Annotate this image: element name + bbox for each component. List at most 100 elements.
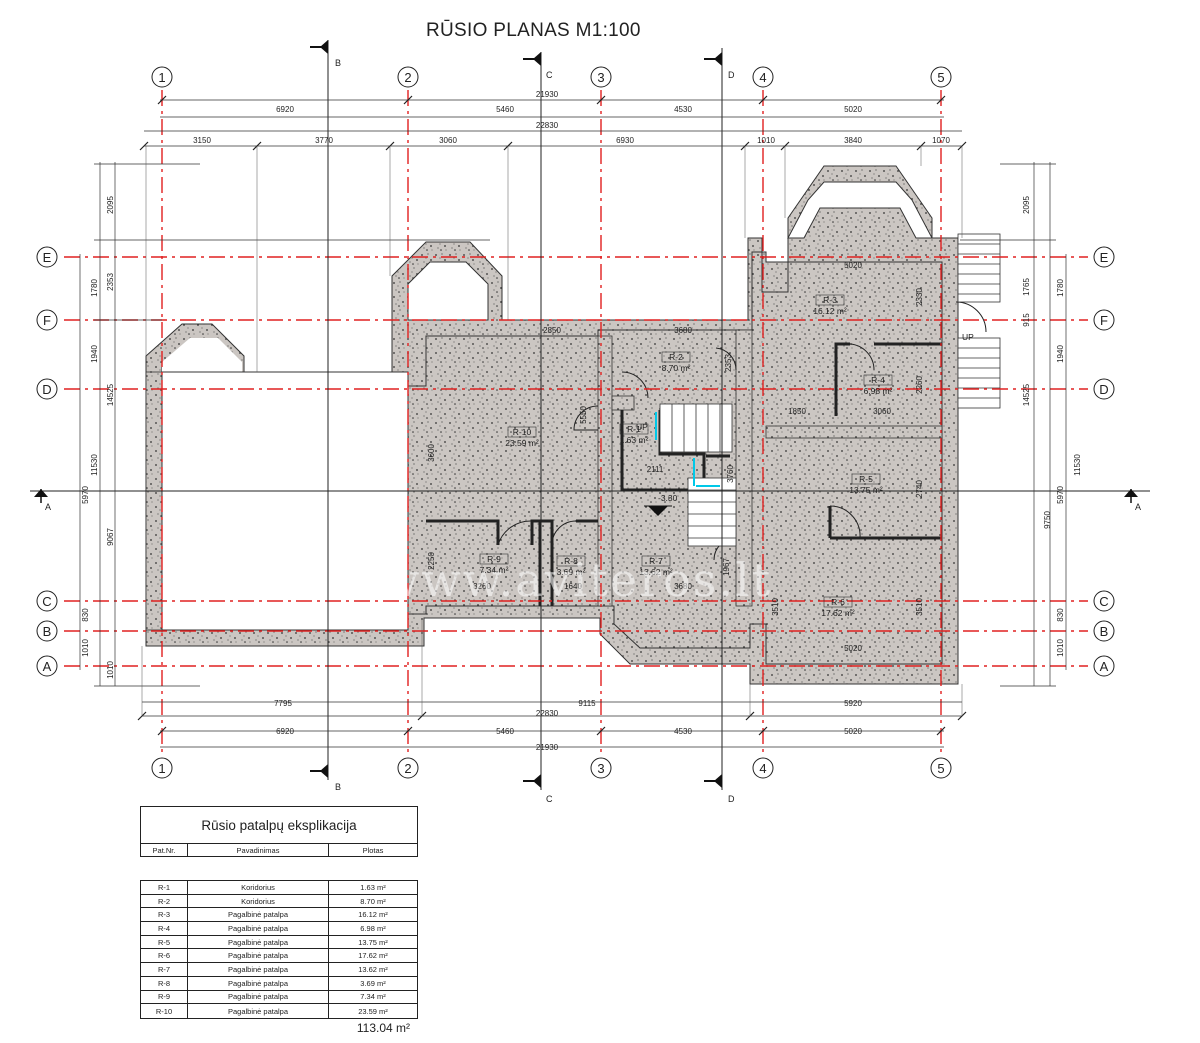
room-id-box: [851, 473, 881, 485]
room-id-box: [556, 555, 586, 567]
wall-bay-top-right: [787, 181, 933, 239]
wall-r2-bottom: [611, 395, 635, 411]
dim-right-outer: 14525: [1022, 383, 1031, 406]
dim-right-mid: 1940: [1056, 345, 1065, 363]
grid-bubble-col: [397, 66, 419, 88]
dim-interior: 1640: [564, 582, 582, 591]
dim-bottom-overall-2: 21930: [536, 743, 559, 752]
dim-interior: 3680: [674, 326, 692, 335]
dim-right-outer: 1765: [1022, 278, 1031, 296]
grid-bubble-col: [151, 757, 173, 779]
grid-row-label: E: [1100, 250, 1109, 265]
section-lines: [30, 40, 1150, 790]
header-area: Plotas: [362, 845, 384, 855]
dim-left-inner: 1010: [81, 639, 90, 657]
room-id-box: [863, 374, 893, 386]
schedule-cell-area: 6.98 m²: [360, 923, 386, 933]
grid-bubble-row: [1093, 655, 1115, 677]
dim-top-row2: 3060: [439, 136, 457, 145]
dim-right-mid: 1780: [1056, 279, 1065, 297]
dim-left-outer: 2353: [106, 273, 115, 291]
stair-label-outer: UP: [962, 332, 974, 342]
dim-left-inner: 830: [81, 608, 90, 622]
dim-left-outer: 1010: [106, 661, 115, 679]
dim-bottom-row2: 4530: [674, 727, 692, 736]
grid-row-label: B: [43, 624, 52, 639]
room-area-r-10: 23.59 m²: [505, 438, 539, 448]
room-id-box: [641, 555, 671, 567]
schedule-cell-name: Pagalbinė patalpa: [188, 935, 329, 949]
section-label-d-top: D: [728, 70, 735, 80]
grid-col-label: 5: [937, 70, 944, 85]
schedule-cell-number: R-4: [141, 922, 188, 935]
schedule-cell-name: Pagalbinė patalpa: [188, 922, 329, 935]
garage-area: [161, 371, 409, 631]
dim-right-outer: 2095: [1022, 196, 1031, 214]
dim-interior: 3510: [771, 598, 780, 616]
dim-interior: 5020: [844, 644, 862, 653]
schedule-cell-name: Pagalbinė patalpa: [188, 949, 329, 963]
section-markers: [34, 40, 1138, 788]
schedule-cell-area: 17.62 m²: [358, 951, 388, 961]
room-schedule-table: Rūsio patalpų eksplikacija Pat.Nr. Pavad…: [140, 806, 418, 1035]
schedule-cell-area: 7.34 m²: [360, 992, 386, 1002]
grid-bubble-col: [151, 66, 173, 88]
room-area-r-2: 8.70 m²: [662, 363, 691, 373]
dim-left-mid: 1940: [90, 345, 99, 363]
room-area-r-5: 13.75 m²: [849, 485, 883, 495]
section-label-a-right: A: [1135, 502, 1141, 512]
dim-left-outer: 9067: [106, 528, 115, 546]
section-label-b-top: B: [335, 58, 341, 68]
grid-row-label: D: [42, 382, 51, 397]
schedule-cell-area: 8.70 m²: [360, 896, 386, 906]
room-id-r-1: R-1: [627, 424, 641, 434]
dim-right-outer: 9750: [1043, 511, 1052, 529]
schedule-cell-number: R-5: [141, 935, 188, 949]
section-label-c-bottom: C: [546, 794, 553, 804]
wall-bay-left: [162, 338, 242, 372]
grid-col-label: 2: [404, 70, 411, 85]
schedule-cell-name: Pagalbinė patalpa: [188, 908, 329, 922]
dim-interior: 3260: [473, 582, 491, 591]
room-area-r-9: 7.34 m²: [480, 565, 509, 575]
dim-interior: 2850: [543, 326, 561, 335]
schedule-cell-name: Koridorius: [188, 894, 329, 908]
grid-bubble-row: [1093, 309, 1115, 331]
grid-bubble-row: [1093, 590, 1115, 612]
grid-bubble-row: [36, 655, 58, 677]
dim-interior: 5020: [844, 261, 862, 270]
section-label-c-top: C: [546, 70, 553, 80]
dim-top-row1: 5020: [844, 105, 862, 114]
grid-bubble-col: [590, 66, 612, 88]
room-area-r-6: 17.62 m²: [821, 608, 855, 618]
schedule-cell-number: R-7: [141, 963, 188, 976]
grid-bubble-row: [36, 246, 58, 268]
room-id-r-7: R-7: [649, 556, 663, 566]
dim-right-outer: 915: [1022, 313, 1031, 327]
schedule-cell-name: Pagalbinė patalpa: [188, 963, 329, 976]
schedule-cell-name: Pagalbinė patalpa: [188, 976, 329, 990]
dim-interior: 3600: [427, 444, 436, 462]
schedule-cell-name: Pagalbinė patalpa: [188, 990, 329, 1004]
schedule-cell-area: 3.69 m²: [360, 978, 386, 988]
grid-bubble-col: [930, 757, 952, 779]
schedule-cell-area: 1.63 m²: [360, 882, 386, 892]
schedule-total: 113.04 m²: [356, 1020, 410, 1035]
grid-bubble-col: [590, 757, 612, 779]
grid-bubble-col: [397, 757, 419, 779]
wall-r3-r5: [765, 425, 943, 439]
grid-row-label: F: [1100, 313, 1108, 328]
dim-interior: 3680: [674, 582, 692, 591]
schedule-cell-name: Pagalbinė patalpa: [188, 1004, 329, 1018]
grid-bubble-row: [36, 590, 58, 612]
header-number: Pat.Nr.: [141, 844, 188, 856]
grid-bubble-row: [1093, 246, 1115, 268]
dim-interior: 3510: [915, 598, 924, 616]
extension-lines: [141, 146, 963, 716]
grid-bubble-row: [36, 309, 58, 331]
